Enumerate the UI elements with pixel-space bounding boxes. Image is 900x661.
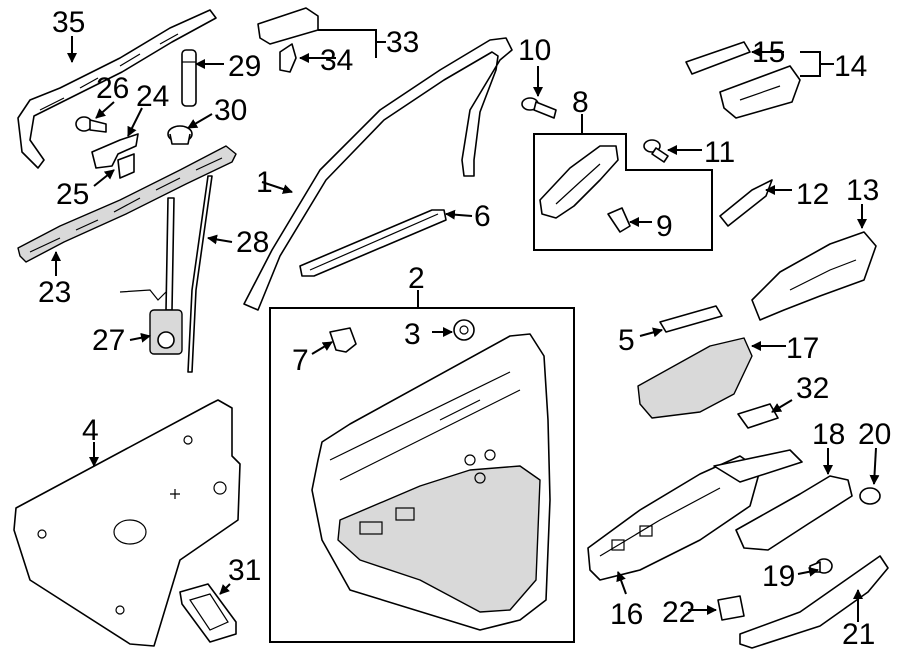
callout-3: 3 bbox=[404, 318, 421, 351]
part-5-switch-bezel bbox=[659, 305, 723, 333]
callout-16: 16 bbox=[610, 598, 643, 631]
callout-8: 8 bbox=[572, 86, 589, 119]
part-27-window-regulator bbox=[119, 197, 183, 355]
part-22-clip bbox=[717, 595, 745, 621]
callout-15: 15 bbox=[752, 36, 785, 69]
part-30-plug bbox=[167, 125, 193, 145]
callout-6: 6 bbox=[474, 200, 491, 233]
part-31-pull-cup bbox=[179, 583, 237, 643]
part-8-box bbox=[533, 133, 713, 251]
callout-5: 5 bbox=[618, 324, 635, 357]
part-17-armrest-pad bbox=[637, 337, 753, 419]
callout-29: 29 bbox=[228, 50, 261, 83]
callout-33: 33 bbox=[386, 26, 419, 59]
part-28-seal-strip bbox=[187, 175, 213, 373]
part-18-pull-strap bbox=[713, 449, 853, 551]
callout-20: 20 bbox=[858, 418, 891, 451]
callout-11: 11 bbox=[704, 136, 735, 169]
callout-7: 7 bbox=[292, 344, 309, 377]
part-24-bracket bbox=[91, 133, 139, 169]
callout-13: 13 bbox=[846, 174, 879, 207]
callout-labels: 35 26 24 25 23 29 30 28 27 4 31 1 6 33 3… bbox=[38, 6, 891, 651]
callout-26: 26 bbox=[96, 72, 129, 105]
part-9-screw bbox=[607, 207, 631, 233]
part-16-armrest-base bbox=[587, 455, 761, 581]
part-21-lower-trim bbox=[739, 555, 889, 649]
part-4-insulator-panel bbox=[13, 399, 241, 647]
callout-23: 23 bbox=[38, 276, 71, 309]
callout-17: 17 bbox=[786, 332, 819, 365]
callout-30: 30 bbox=[214, 94, 247, 127]
part-15-insert bbox=[685, 41, 751, 75]
callout-12: 12 bbox=[796, 178, 829, 211]
part-35-upper-trim-strip bbox=[17, 9, 217, 169]
part-34-cap bbox=[279, 43, 297, 73]
part-25-clip bbox=[117, 153, 135, 179]
part-29-pin bbox=[181, 49, 197, 107]
callout-27: 27 bbox=[92, 324, 125, 357]
callout-2: 2 bbox=[408, 262, 425, 295]
part-26-screw bbox=[75, 116, 107, 133]
callout-22: 22 bbox=[662, 596, 695, 629]
part-13-armrest-cover bbox=[751, 231, 877, 321]
part-6-trim-strip bbox=[299, 209, 447, 277]
callout-28: 28 bbox=[236, 226, 269, 259]
callout-34: 34 bbox=[320, 44, 353, 77]
part-8-inner-handle bbox=[539, 145, 619, 219]
callout-10: 10 bbox=[518, 34, 551, 67]
part-10-bolt bbox=[521, 97, 557, 119]
callout-18: 18 bbox=[812, 418, 845, 451]
callout-35: 35 bbox=[52, 6, 85, 39]
callout-19: 19 bbox=[762, 560, 795, 593]
leader-lines bbox=[51, 29, 880, 622]
callout-21: 21 bbox=[842, 618, 875, 651]
callout-4: 4 bbox=[82, 414, 99, 447]
part-3-grommet bbox=[453, 319, 475, 341]
callout-14: 14 bbox=[834, 50, 867, 83]
part-11-screw bbox=[643, 139, 669, 163]
part-20-cap bbox=[859, 487, 881, 505]
callout-24: 24 bbox=[136, 80, 169, 113]
callout-1: 1 bbox=[256, 166, 273, 199]
part-23-reinforcement-strip bbox=[17, 145, 237, 263]
part-7-clip bbox=[329, 327, 357, 353]
part-33-handle bbox=[257, 7, 319, 45]
callout-31: 31 bbox=[228, 554, 261, 587]
part-14-handle-cup bbox=[719, 65, 801, 119]
part-12-trim-piece bbox=[719, 179, 773, 227]
callout-9: 9 bbox=[656, 210, 673, 243]
part-1-door-frame-seal bbox=[243, 37, 513, 311]
part-2-panel-box bbox=[269, 307, 575, 643]
callout-25: 25 bbox=[56, 178, 89, 211]
callout-32: 32 bbox=[796, 372, 829, 405]
part-32-switch bbox=[737, 403, 779, 429]
part-2-door-trim-panel bbox=[311, 333, 551, 631]
